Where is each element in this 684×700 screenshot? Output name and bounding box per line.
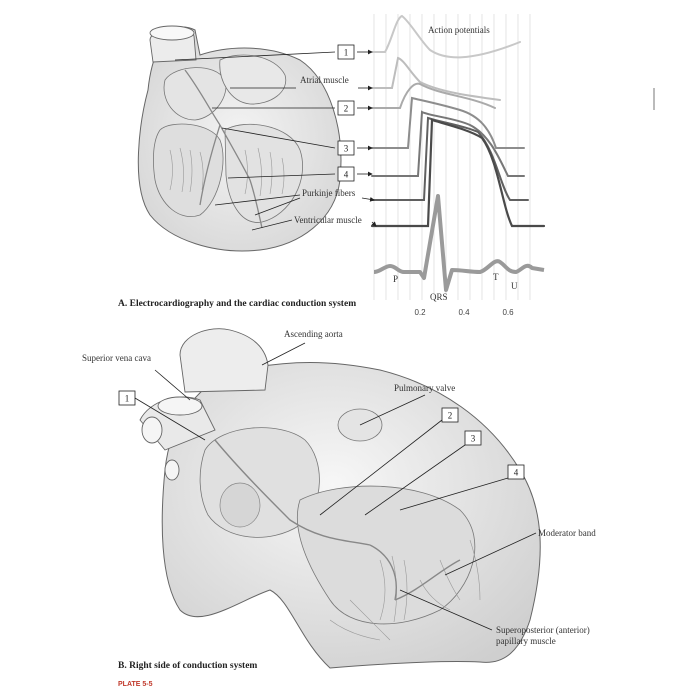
atrial-muscle-label: Atrial muscle [300,75,349,85]
pulmonary-valve-label: Pulmonary valve [394,383,455,393]
moderator-band-label: Moderator band [538,528,596,538]
ascending-aorta-label: Ascending aorta [284,329,343,339]
box-b-2 [441,407,459,423]
plate-number: PLATE 5-5 [118,681,153,688]
ecg-u-label: U [511,281,518,291]
leader-b-4 [399,477,509,511]
panel-a-caption: A. Electrocardiography and the cardiac c… [118,299,356,309]
ecg-trace [373,194,545,292]
box-a-3-number: 3 [344,144,349,154]
box-b-2-number: 2 [448,411,453,421]
leader-purkinje-a [214,194,301,206]
panel-a-number-boxes: 1 2 3 4 [337,44,355,182]
time-tick-0-6: 0.6 [502,308,514,317]
box-b-1-number: 1 [125,394,130,404]
trace-purkinje-a [371,110,525,177]
trace-bundle [371,96,525,149]
leader-ventricular-arrow [371,221,377,227]
box-b-3 [464,430,482,446]
box-a-3 [337,140,355,156]
leader-b-3 [364,444,466,516]
box-a-2-number: 2 [344,104,349,114]
box-a-4 [337,166,355,182]
leader-purkinje-b [254,197,301,216]
leader-aorta [261,342,306,366]
action-potential-traces [370,14,546,228]
panel-b-heart-illustration [139,328,541,669]
leader-purkinje-arrow [361,196,375,202]
ecg-t-label: T [493,272,499,282]
box-b-4 [507,464,525,480]
ecg-strip [373,194,545,292]
box-a-4-number: 4 [344,170,349,180]
leader-b-1 [134,397,206,441]
papillary-muscle-label-line2: papillary muscle [496,636,556,646]
leader-svc [154,369,191,401]
leader-4 [227,173,336,179]
papillary-muscle-label-line1: Superoposterior (anterior) [496,625,590,635]
trace-av-node [371,82,496,109]
trace-ventricular [370,118,546,228]
box-a-1-number: 1 [344,48,349,58]
panel-b-number-boxes: 1 2 3 4 [118,390,525,480]
time-tick-0-2: 0.2 [414,308,426,317]
leader-ventricular [251,219,293,231]
leader-moderator [444,532,537,576]
scroll-indicator [653,88,655,110]
leader-1 [174,51,336,61]
leader-3 [221,127,336,149]
action-potentials-label: Action potentials [428,25,490,35]
superior-vena-cava-label: Superior vena cava [82,353,151,363]
action-potential-grid [373,14,531,314]
ventricular-muscle-label: Ventricular muscle [294,215,362,225]
ecg-qrs-label: QRS [430,292,448,302]
box-b-3-number: 3 [471,434,476,444]
trace-sa-node [371,14,521,59]
box-a-1 [337,44,355,60]
box-b-1 [118,390,136,406]
purkinje-fibers-label: Purkinje fibers [302,188,356,198]
time-tick-0-4: 0.4 [458,308,470,317]
leader-b-2 [319,419,443,516]
ecg-p-label: P [393,274,398,284]
leader-pulmonary [359,394,426,426]
box-b-4-number: 4 [514,468,519,478]
panel-a-heart-illustration [137,25,342,252]
leader-papillary [399,589,493,631]
panel-b-caption: B. Right side of conduction system [118,661,257,671]
trace-atrial [371,56,501,101]
box-a-2 [337,100,355,116]
